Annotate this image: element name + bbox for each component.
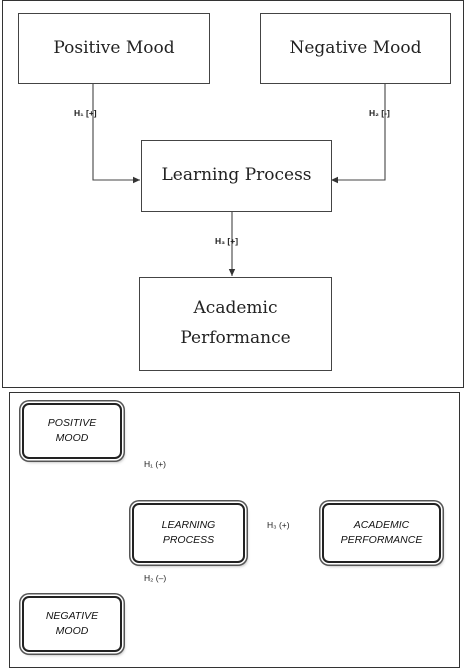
- node-b-learning-process-label-2: PROCESS: [162, 534, 215, 546]
- edge-b-h1-label: H₁ (+): [144, 459, 166, 469]
- node-negative-mood: Negative Mood: [260, 13, 451, 84]
- node-academic-performance-label-2: Performance: [180, 328, 291, 348]
- node-b-learning-process: LEARNING PROCESS: [132, 503, 245, 563]
- node-b-academic-performance: ACADEMIC PERFORMANCE: [322, 503, 441, 563]
- node-b-positive-mood: POSITIVE MOOD: [22, 403, 122, 459]
- edge-b-h2-label: H₂ (–): [144, 573, 167, 583]
- node-negative-mood-label: Negative Mood: [289, 37, 422, 58]
- node-b-learning-process-label-1: LEARNING: [161, 518, 216, 531]
- node-academic-performance: Academic Performance: [139, 277, 332, 371]
- node-b-negative-mood-label-1: NEGATIVE: [45, 609, 99, 622]
- node-b-negative-mood: NEGATIVE MOOD: [22, 596, 122, 652]
- node-positive-mood-label: Positive Mood: [53, 37, 175, 58]
- node-b-positive-mood-label-2: MOOD: [55, 432, 89, 444]
- node-academic-performance-label-1: Academic: [193, 298, 278, 319]
- edge-a-h2-label: H₂ [-]: [369, 108, 390, 118]
- node-b-positive-mood-label-1: POSITIVE: [47, 416, 97, 429]
- node-b-negative-mood-label-2: MOOD: [55, 625, 89, 637]
- edge-a-h2: [331, 84, 386, 184]
- node-learning-process: Learning Process: [141, 140, 332, 212]
- edge-b-h3-label: H₃ (+): [267, 520, 290, 530]
- node-learning-process-label: Learning Process: [161, 165, 312, 186]
- edge-a-h3-label: H₃ [+]: [215, 236, 239, 246]
- node-positive-mood: Positive Mood: [18, 13, 210, 84]
- node-b-academic-performance-label-2: PERFORMANCE: [340, 534, 423, 546]
- edge-a-h1: [92, 84, 140, 184]
- node-b-academic-performance-label-1: ACADEMIC: [353, 518, 410, 531]
- edge-a-h1-label: H₁ [+]: [74, 108, 97, 118]
